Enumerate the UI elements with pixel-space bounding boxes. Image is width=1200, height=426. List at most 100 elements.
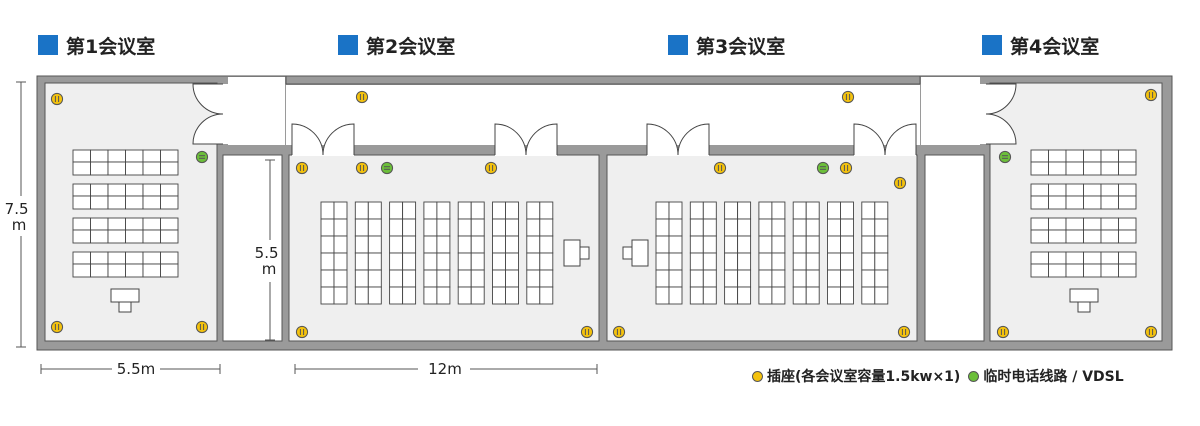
table-icon — [771, 269, 786, 288]
table-icon — [457, 235, 472, 254]
table-icon — [333, 218, 348, 237]
table-icon — [389, 235, 404, 254]
table-icon — [423, 269, 438, 288]
table-icon — [402, 235, 417, 254]
table-icon — [354, 269, 369, 288]
table-icon — [737, 201, 752, 220]
table-icon — [320, 269, 335, 288]
table-icon — [758, 252, 773, 271]
legend-outlet: 插座(各会议室容量1.5kw×1) — [752, 366, 960, 386]
table-icon — [771, 252, 786, 271]
table-icon — [72, 149, 91, 163]
table-icon — [436, 269, 451, 288]
table-icon — [840, 252, 854, 271]
table-icon — [90, 161, 109, 176]
table-icon — [874, 218, 889, 237]
table-icon — [724, 269, 739, 288]
table-icon — [505, 235, 519, 254]
room-2-title-text: 第2会议室 — [366, 35, 456, 58]
table-icon — [874, 252, 889, 271]
table-icon — [1083, 217, 1102, 231]
table-icon — [505, 218, 519, 237]
table-icon — [389, 218, 404, 237]
table-icon — [724, 218, 739, 237]
table-icon — [539, 201, 554, 220]
corridor-left — [222, 154, 283, 342]
room-3-title-text: 第3会议室 — [696, 35, 786, 58]
room-3-title: 第3会议室 — [668, 33, 786, 58]
table-icon — [840, 218, 854, 237]
table-icon — [1118, 217, 1137, 231]
table-icon — [470, 201, 485, 220]
table-icon — [1048, 229, 1067, 244]
table-icon — [1030, 217, 1049, 231]
table-icon — [492, 218, 506, 237]
table-icon — [320, 218, 335, 237]
table-icon — [436, 252, 451, 271]
table-icon — [737, 252, 752, 271]
table-icon — [160, 195, 179, 210]
table-icon — [668, 218, 683, 237]
table-icon — [125, 263, 144, 278]
table-icon — [689, 269, 704, 288]
table-icon — [1030, 161, 1049, 176]
table-icon — [771, 218, 786, 237]
table-icon — [526, 235, 541, 254]
table-icon — [505, 201, 519, 220]
table-icon — [436, 235, 451, 254]
table-icon — [367, 235, 382, 254]
table-icon — [402, 218, 417, 237]
table-icon — [702, 218, 717, 237]
door-swing-icon — [884, 123, 917, 156]
table-icon — [861, 235, 876, 254]
table-icon — [668, 286, 683, 305]
door-swing-icon — [677, 123, 710, 156]
outlet-icon — [50, 92, 64, 106]
table-icon — [1118, 161, 1137, 176]
table-icon — [689, 252, 704, 271]
table-icon — [72, 229, 91, 244]
table-icon — [423, 286, 438, 305]
outlet-icon — [839, 161, 853, 175]
outlet-icon — [841, 90, 855, 104]
table-icon — [737, 286, 752, 305]
table-icon — [1048, 217, 1067, 231]
table-icon — [505, 252, 519, 271]
outlet-icon — [893, 176, 907, 190]
table-icon — [1030, 149, 1049, 163]
table-icon — [1083, 195, 1102, 210]
table-icon — [1118, 149, 1137, 163]
table-icon — [526, 252, 541, 271]
table-icon — [367, 218, 382, 237]
table-icon — [320, 252, 335, 271]
outlet-icon — [1144, 325, 1158, 339]
table-icon — [402, 201, 417, 220]
table-icon — [436, 201, 451, 220]
table-icon — [107, 161, 126, 176]
table-icon — [724, 286, 739, 305]
table-icon — [702, 252, 717, 271]
room-1-title-text: 第1会议室 — [66, 35, 156, 58]
door-swing-icon — [192, 83, 224, 115]
table-icon — [1048, 195, 1067, 210]
outlet-icon — [897, 325, 911, 339]
table-icon — [771, 235, 786, 254]
table-icon — [90, 149, 109, 163]
table-icon — [142, 149, 161, 163]
table-icon — [526, 286, 541, 305]
table-icon — [689, 286, 704, 305]
table-icon — [1100, 217, 1119, 231]
podium-icon — [622, 246, 633, 260]
table-icon — [1065, 149, 1084, 163]
table-icon — [1065, 251, 1084, 265]
table-icon — [1030, 251, 1049, 265]
table-icon — [107, 195, 126, 210]
table-icon — [492, 286, 506, 305]
table-icon — [526, 218, 541, 237]
table-icon — [354, 235, 369, 254]
table-icon — [1065, 217, 1084, 231]
door-opening — [980, 84, 988, 144]
outlet-icon — [295, 325, 309, 339]
table-icon — [389, 286, 404, 305]
table-icon — [668, 252, 683, 271]
